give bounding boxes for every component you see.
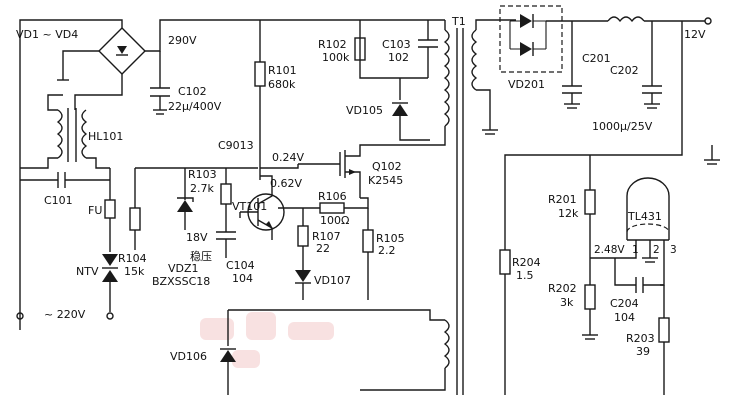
- label-r204: R204: [512, 256, 541, 269]
- label-r104-value: 15k: [124, 265, 145, 278]
- label-hl101: HL101: [88, 130, 123, 143]
- label-vd201: VD201: [508, 78, 545, 91]
- diode-vd105: [392, 102, 408, 116]
- transformer-t1: [228, 20, 464, 395]
- resistor-r105: [362, 229, 374, 253]
- label-12v: 12V: [684, 28, 706, 41]
- label-wenya: 稳压: [190, 249, 212, 263]
- label-c204-value: 104: [614, 311, 635, 324]
- label-r106: R106: [318, 190, 347, 203]
- label-r204-value: 1.5: [516, 269, 534, 282]
- label-r202: R202: [548, 282, 577, 295]
- label-c103-value: 102: [388, 51, 409, 64]
- label-0-62v: 0.62V: [270, 177, 302, 190]
- capacitor-c202: [642, 85, 662, 94]
- label-vdz1-value: BZXSSC18: [152, 275, 210, 288]
- label-r201-value: 12k: [558, 207, 579, 220]
- transformer-hl101: [20, 94, 110, 169]
- label-r103-value: 2.7k: [190, 182, 214, 195]
- label-r107: R107: [312, 230, 341, 243]
- capacitor-c104: [216, 231, 236, 240]
- label-c103: C103: [382, 38, 411, 51]
- resistor-r107: [297, 225, 309, 247]
- transistor-vt101: [240, 180, 285, 240]
- label-c202-value: 1000μ/25V: [592, 120, 653, 133]
- resistor-r101: [254, 61, 266, 87]
- mosfet-q102: [298, 150, 361, 198]
- label-vt101: VT101: [232, 200, 267, 213]
- label-c102: C102: [178, 85, 207, 98]
- label-r203-value: 39: [636, 345, 650, 358]
- label-tl431: TL431: [627, 210, 662, 223]
- label-q102-value: K2545: [368, 174, 403, 187]
- label-0-24v: 0.24V: [272, 151, 304, 164]
- label-r103: R103: [188, 168, 217, 181]
- diode-vd106: [220, 348, 236, 362]
- label-r105: R105: [376, 232, 405, 245]
- label-c104-value: 104: [232, 272, 253, 285]
- label-pin-3: 3: [670, 244, 677, 256]
- label-r102-value: 100k: [322, 51, 350, 64]
- resistor-r201: [584, 189, 596, 215]
- label-vd105: VD105: [346, 104, 383, 117]
- zener-vdz1: [177, 197, 194, 212]
- inductor-l: [607, 16, 645, 23]
- label-c204: C204: [610, 297, 639, 310]
- label-c102-value: 22μ/400V: [168, 100, 222, 113]
- diode-vd107: [295, 270, 311, 284]
- diode-vd201: [499, 5, 563, 73]
- label-2-48v: 2.48V: [594, 244, 625, 256]
- label-r201: R201: [548, 193, 577, 206]
- resistor-r204: [499, 249, 511, 275]
- resistor-r106: [319, 202, 345, 214]
- label-r101-value: 680k: [268, 78, 296, 91]
- resistor-r203: [658, 317, 670, 343]
- label-vd1-vd4: VD1 ~ VD4: [16, 28, 78, 41]
- label-r202-value: 3k: [560, 296, 574, 309]
- label-c101: C101: [44, 194, 73, 207]
- fuse-fu: [104, 168, 116, 252]
- label-220v: ~ 220V: [44, 308, 86, 321]
- capacitor-c101: [20, 172, 110, 188]
- label-290v: 290V: [168, 34, 197, 47]
- label-r101: R101: [268, 64, 297, 77]
- label-pin-2: 2: [653, 244, 660, 256]
- label-c201: C201: [582, 52, 611, 65]
- label-18v: 18V: [186, 231, 208, 244]
- capacitor-c102: [150, 51, 170, 115]
- bridge-rectifier: [98, 27, 146, 75]
- label-pin-1: 1: [632, 244, 639, 256]
- label-q102: Q102: [372, 160, 402, 173]
- label-r106-value: 100Ω: [320, 214, 349, 227]
- regulator-tl431: [626, 177, 670, 286]
- label-c9013: C9013: [218, 139, 254, 152]
- varistor-ntv: [102, 254, 118, 312]
- label-r105-value: 2.2: [378, 244, 396, 257]
- capacitor-c204: [635, 277, 644, 293]
- label-c104: C104: [226, 259, 255, 272]
- capacitor-c103: [418, 39, 438, 48]
- label-fu: FU: [88, 204, 102, 217]
- resistor-r102: [354, 37, 366, 61]
- label-r102: R102: [318, 38, 347, 51]
- component-labels: VD1 ~ VD4 290V C102 22μ/400V HL101 C101 …: [16, 15, 706, 363]
- resistor-r202: [584, 284, 596, 310]
- label-vd107: VD107: [314, 274, 351, 287]
- label-vd106: VD106: [170, 350, 207, 363]
- watermark: [200, 312, 334, 368]
- label-r203: R203: [626, 332, 655, 345]
- label-c202: C202: [610, 64, 639, 77]
- label-r104: R104: [118, 252, 147, 265]
- capacitor-c201: [562, 85, 582, 94]
- label-r107-value: 22: [316, 242, 330, 255]
- label-ntv: NTV: [76, 265, 99, 278]
- label-vdz1: VDZ1: [168, 262, 199, 275]
- label-t1: T1: [451, 15, 466, 28]
- resistor-r104: [129, 207, 141, 231]
- resistor-r103: [220, 183, 232, 205]
